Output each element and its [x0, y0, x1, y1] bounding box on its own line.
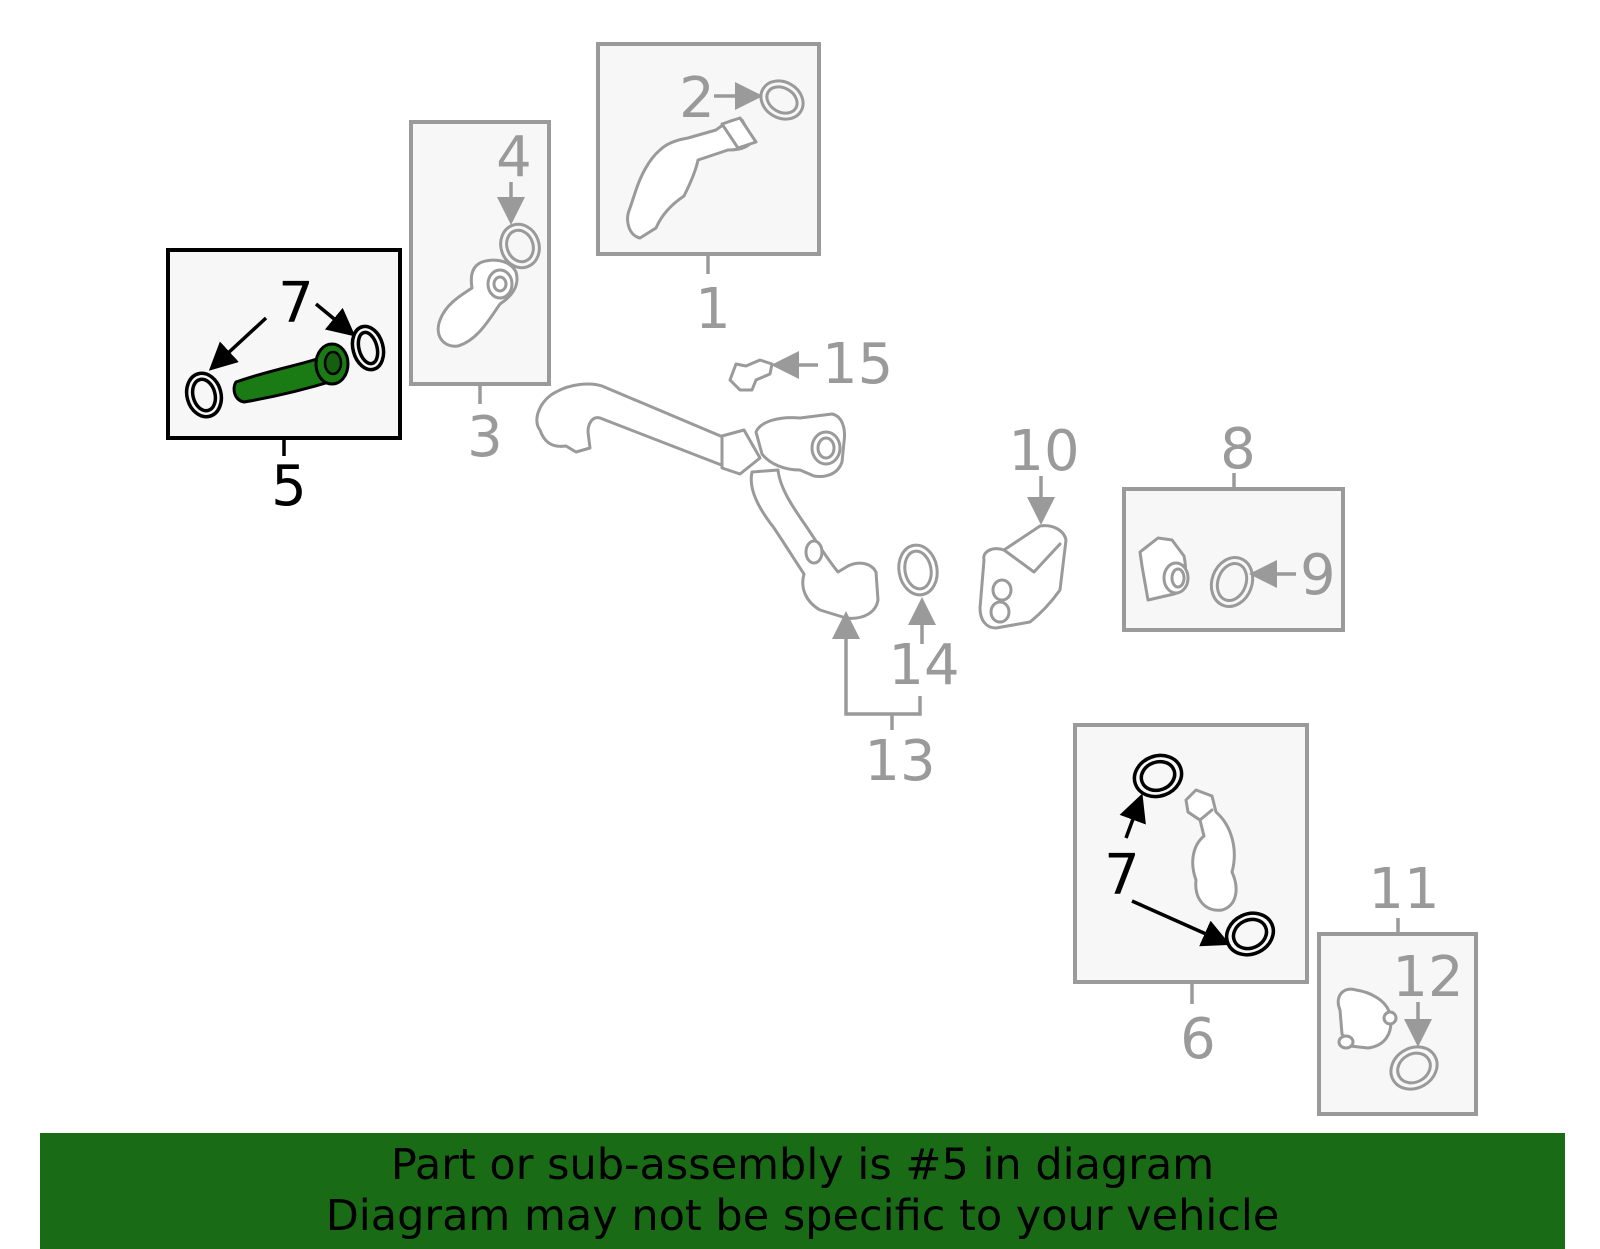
part-4-seal	[499, 222, 541, 270]
part-13-coupling	[720, 428, 762, 476]
part-14-seal-inner	[903, 549, 933, 591]
part-7-oring-left	[184, 371, 224, 419]
part-1-flange	[720, 116, 758, 150]
part-15-clip	[728, 358, 774, 392]
banner-line-2: Diagram may not be specific to your vehi…	[325, 1191, 1280, 1241]
callout-8[interactable]: 8	[1220, 417, 1256, 482]
callout-12[interactable]: 12	[1392, 945, 1463, 1010]
callout-7-top[interactable]: 7	[278, 271, 314, 336]
part-12-seal-inner	[1396, 1051, 1432, 1085]
part-13-manifold-port-inner	[816, 436, 836, 460]
part-4-seal-inner	[505, 228, 535, 264]
part-8-group[interactable]: 9 8	[1122, 417, 1345, 632]
part-3-port-inner	[492, 275, 508, 293]
part-10-body-edge	[1002, 542, 1062, 574]
part-13-group[interactable]: 13	[535, 382, 936, 794]
leader-13	[832, 611, 922, 716]
callout-3[interactable]: 3	[467, 405, 503, 470]
part-7-oring-right	[350, 324, 386, 372]
part-5-group[interactable]: 7 5	[166, 248, 402, 519]
part-15-group[interactable]: 15	[728, 332, 893, 397]
part-2-seal-inner	[765, 85, 799, 115]
leader-7-lower	[1131, 899, 1231, 947]
part-11-group[interactable]: 12 11	[1317, 857, 1478, 1116]
part-11-mount-ear-right	[1382, 1010, 1398, 1026]
part-6-pipe	[1184, 788, 1238, 912]
part-6-pipe-flange	[1186, 808, 1214, 822]
callout-13[interactable]: 13	[864, 729, 935, 794]
part-13-boss	[804, 539, 824, 565]
part-6-group[interactable]: 7 6	[1073, 723, 1309, 1072]
part-7-oring-left-inner	[190, 377, 218, 413]
part-5-pipe-bore	[323, 350, 343, 376]
part-9-seal	[1209, 556, 1255, 608]
callout-15[interactable]: 15	[822, 332, 893, 397]
callout-1[interactable]: 1	[695, 277, 731, 342]
part-7-oring-right-inner	[356, 330, 380, 366]
leader-7-right	[314, 302, 356, 337]
part-13-upper-pipe	[535, 382, 732, 468]
callout-2[interactable]: 2	[679, 66, 715, 131]
part-14-seal	[897, 543, 939, 597]
part-5-coolant-pipe	[232, 356, 338, 404]
part-7-seal-top-inner	[1139, 759, 1177, 793]
part-11-sensor-housing	[1336, 987, 1393, 1050]
part-5-box[interactable]	[166, 248, 402, 440]
part-3-group[interactable]: 4 3	[409, 120, 551, 470]
callout-7-lower[interactable]: 7	[1104, 843, 1140, 908]
part-10-group[interactable]: 10	[978, 419, 1080, 630]
banner-line-1: Part or sub-assembly is #5 in diagram	[390, 1140, 1215, 1190]
part-9-seal-inner	[1215, 562, 1249, 602]
part-14-group[interactable]: 14	[888, 542, 960, 698]
part-7-seal-top	[1132, 753, 1184, 799]
part-12-seal	[1389, 1045, 1439, 1091]
part-6-box[interactable]	[1073, 723, 1309, 984]
leader-7-left	[208, 316, 268, 371]
part-10-port-upper	[991, 578, 1013, 602]
callout-4[interactable]: 4	[496, 125, 532, 190]
part-8-outlet-inner	[1170, 567, 1186, 589]
leader-7-upper	[1119, 793, 1146, 839]
part-10-port-lower	[989, 600, 1011, 624]
callout-6[interactable]: 6	[1180, 1007, 1216, 1072]
callout-14[interactable]: 14	[888, 633, 959, 698]
part-11-mount-ear	[1337, 1034, 1355, 1050]
info-banner: Part or sub-assembly is #5 in diagram Di…	[40, 1133, 1565, 1249]
part-1-group[interactable]: 2 1	[596, 42, 821, 342]
callout-10[interactable]: 10	[1008, 419, 1079, 484]
part-7-seal-bottom-inner	[1231, 917, 1269, 951]
callout-5[interactable]: 5	[271, 454, 307, 519]
callout-11[interactable]: 11	[1368, 857, 1439, 922]
callout-9[interactable]: 9	[1300, 543, 1336, 608]
